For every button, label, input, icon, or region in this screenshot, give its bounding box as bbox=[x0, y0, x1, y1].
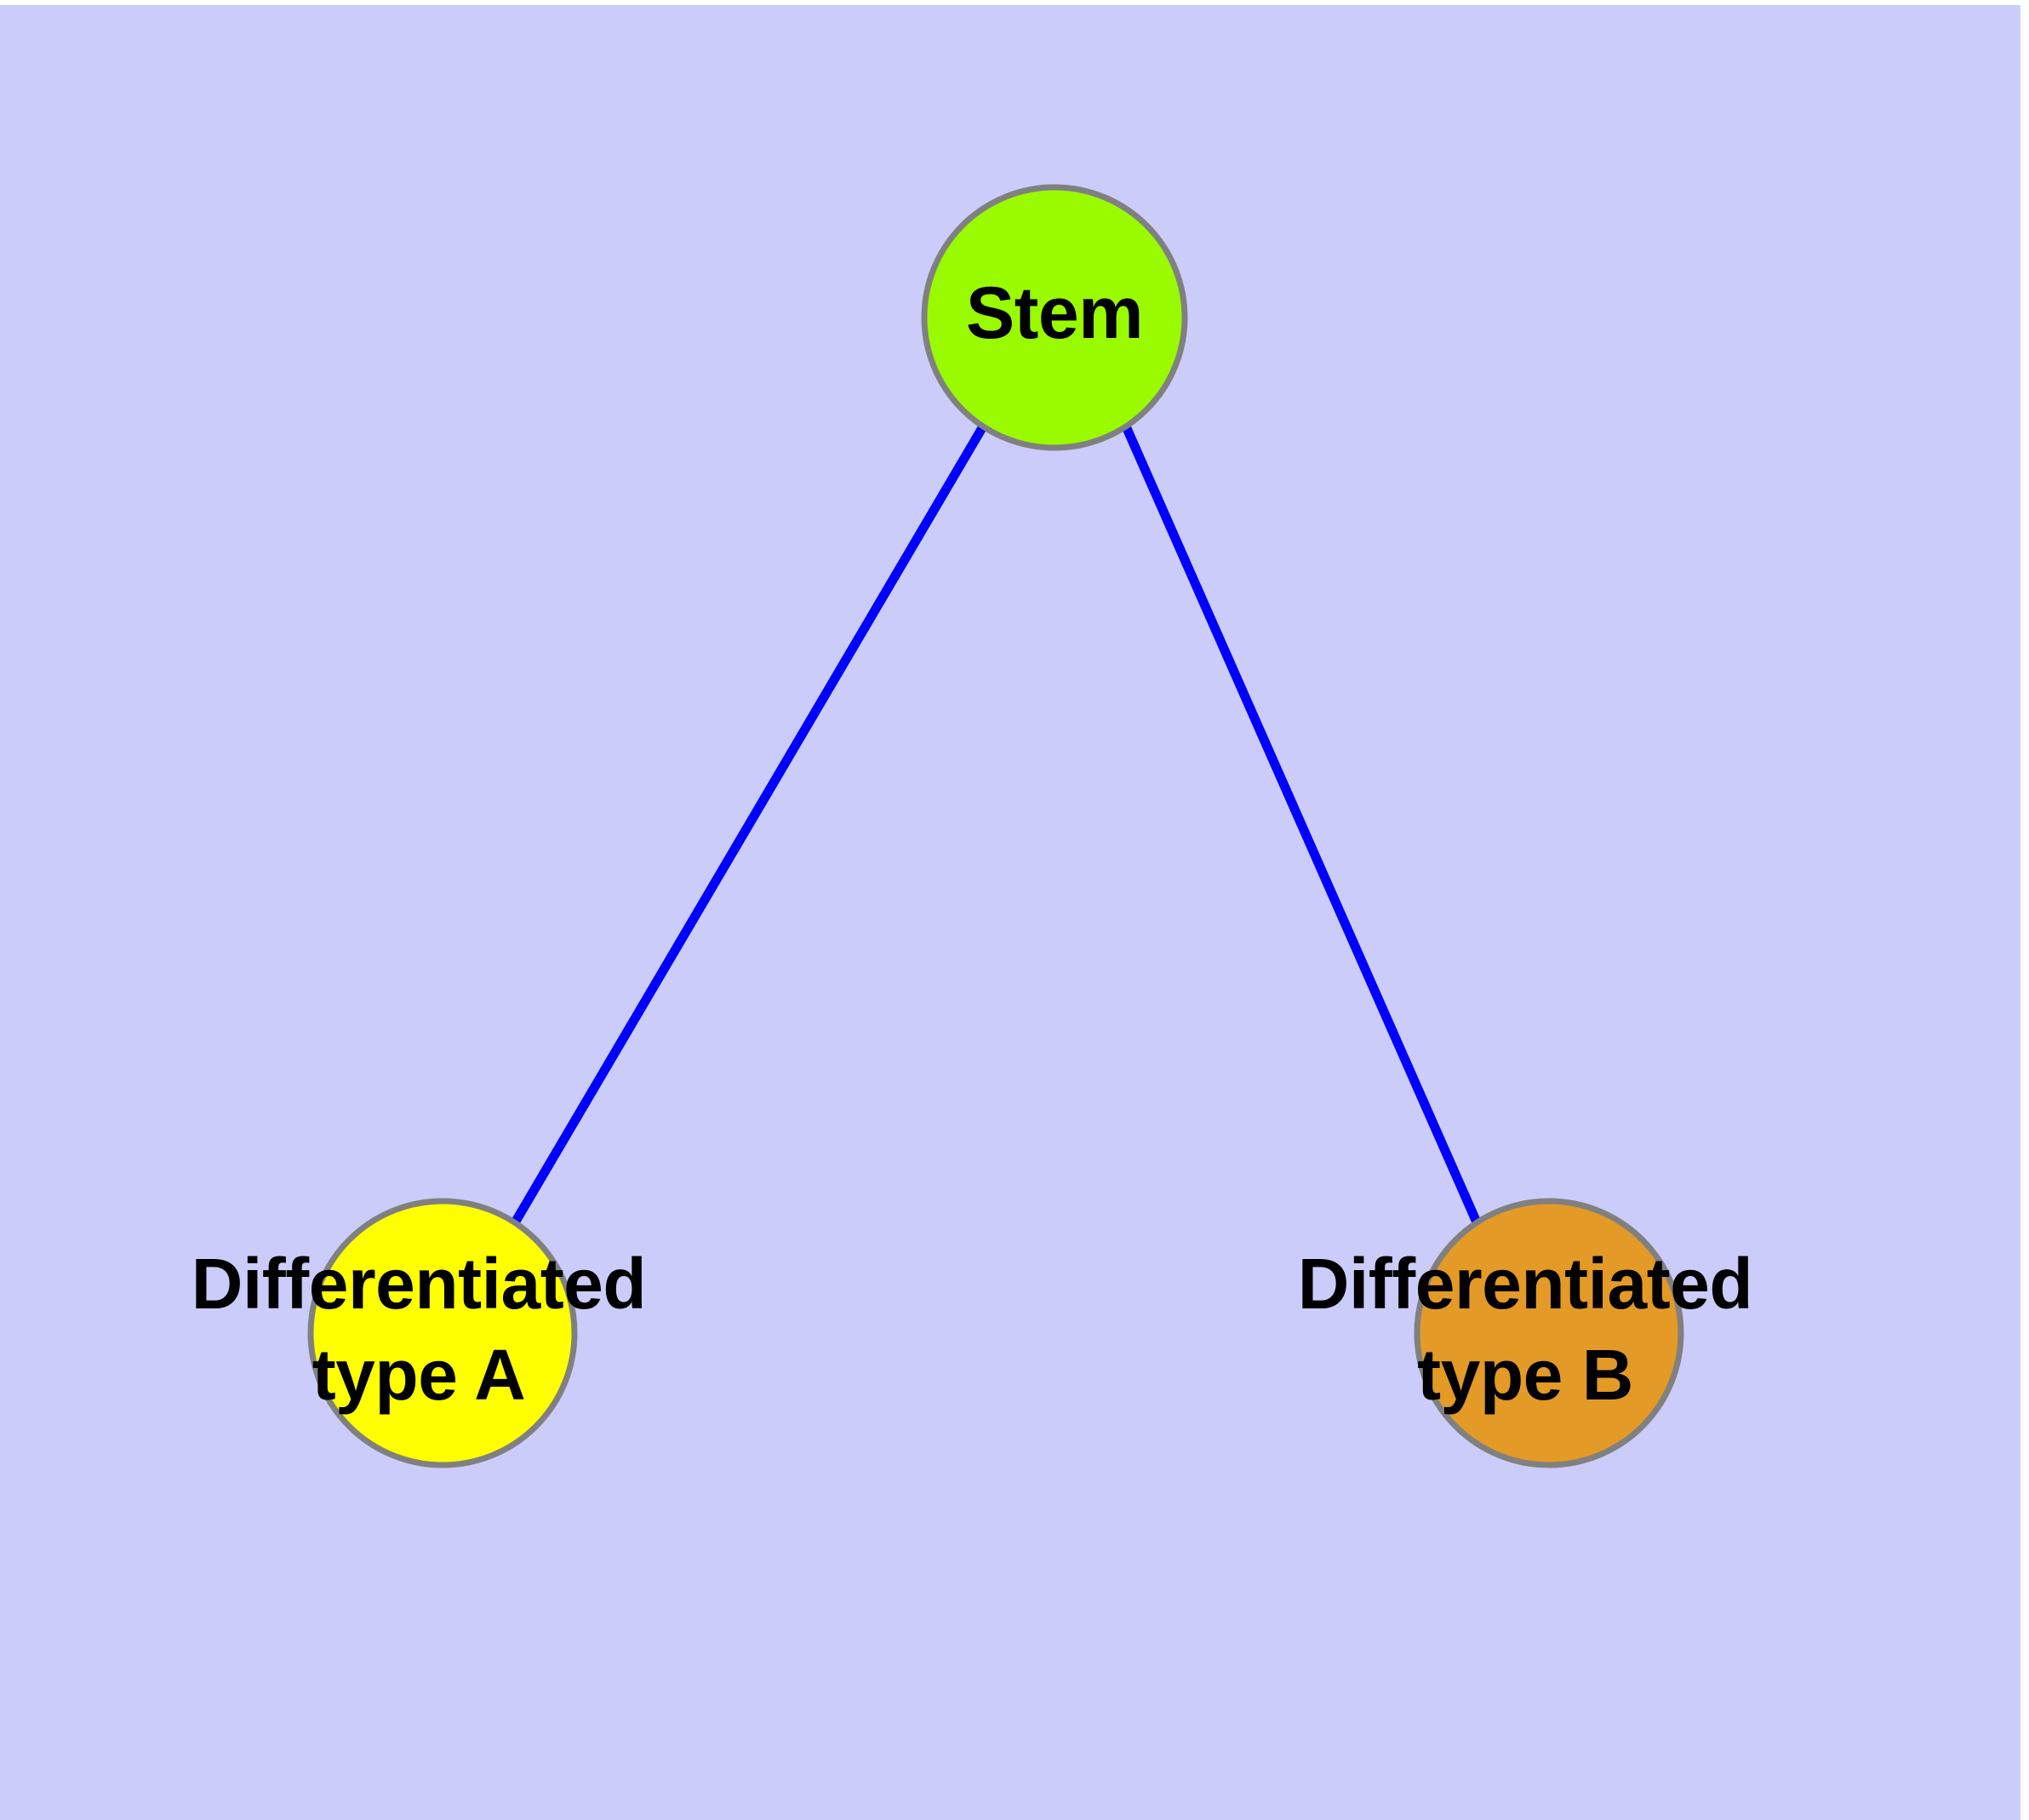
edge-stem-to-differentiated-type-a[interactable] bbox=[510, 424, 987, 1227]
node-differentiated-type-b[interactable] bbox=[1414, 1198, 1684, 1468]
node-stem[interactable] bbox=[921, 184, 1188, 451]
node-differentiated-type-a[interactable] bbox=[307, 1198, 578, 1468]
edge-stem-to-differentiated-type-b[interactable] bbox=[1121, 424, 1483, 1227]
edge-layer bbox=[510, 424, 1483, 1227]
node-layer bbox=[307, 184, 1684, 1468]
